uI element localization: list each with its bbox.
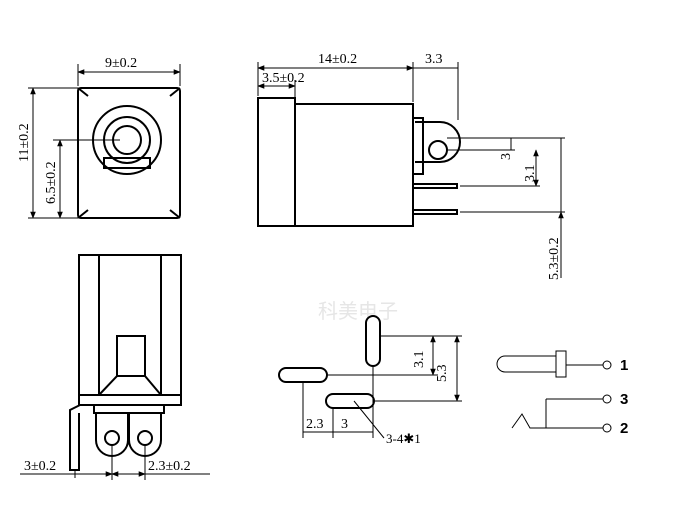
front-view: 9±0.2 11±0.2 6.5±0.2 <box>17 56 181 219</box>
footprint-dim-5-3: 5.3 <box>435 365 450 383</box>
side-tab-hole <box>428 140 448 160</box>
schematic-symbol: 1 3 2 <box>496 350 628 437</box>
side-front-flange <box>257 97 296 227</box>
bottom-side-pin <box>69 404 81 471</box>
side-pin-2 <box>412 209 458 215</box>
schematic-terminal-3 <box>602 394 612 404</box>
side-front-dim: 3.5±0.2 <box>262 71 305 86</box>
footprint-slot-vertical <box>365 315 381 367</box>
front-body-outline <box>77 87 181 219</box>
footprint-dim-2-3: 2.3 <box>306 417 324 432</box>
side-dim-5-3: 5.3±0.2 <box>547 237 562 280</box>
side-length-dim: 14±0.2 <box>318 52 357 67</box>
side-dim-3-1: 3.1 <box>523 165 538 183</box>
schematic-plug-collar <box>555 350 567 378</box>
bottom-view: 3±0.2 2.3±0.2 <box>20 254 210 480</box>
side-pin-offset-dim: 3.3 <box>425 52 443 67</box>
bottom-pin-right-hole <box>137 430 153 446</box>
side-body <box>294 103 414 227</box>
side-dim-3: 3 <box>499 153 514 160</box>
schematic-pin-2: 2 <box>620 420 628 437</box>
footprint-dim-3: 3 <box>341 417 348 432</box>
watermark-text: 科美电子 <box>318 299 398 323</box>
schematic-wire-2 <box>511 413 603 429</box>
schematic-pin-3: 3 <box>620 391 628 408</box>
bottom-spacing-dim: 2.3±0.2 <box>148 459 191 474</box>
footprint-slot-label: 3-4✱1 <box>386 431 421 446</box>
schematic-plug <box>496 355 557 373</box>
schematic-terminal-1 <box>602 360 612 370</box>
front-width-dim: 9±0.2 <box>105 56 137 71</box>
side-rear-tab <box>415 121 461 163</box>
front-corner-br <box>169 209 181 219</box>
schematic-terminal-2 <box>602 423 612 433</box>
schematic-pin-1: 1 <box>620 357 628 374</box>
side-pin-1 <box>412 183 458 189</box>
bottom-pin-left-hole <box>104 430 120 446</box>
footprint-slot-left <box>278 367 328 383</box>
front-corner-tr <box>169 87 181 97</box>
front-height-dim: 11±0.2 <box>17 123 32 162</box>
side-rear-block <box>412 117 424 175</box>
front-contact-slot <box>103 157 151 169</box>
front-center-dim: 6.5±0.2 <box>44 161 59 204</box>
side-view: 14±0.2 3.3 3.5±0.2 3 3.1 5.3±0.2 <box>257 52 565 280</box>
front-corner-bl <box>77 209 89 219</box>
bottom-center-slot <box>116 335 146 377</box>
bottom-body <box>78 254 182 406</box>
bottom-base <box>78 394 182 406</box>
bottom-taper <box>98 375 162 396</box>
pcb-footprint: 3.1 5.3 2.3 3 3-4✱1 <box>278 315 462 446</box>
footprint-dim-3-1: 3.1 <box>412 351 427 369</box>
footprint-slot-right <box>325 393 375 409</box>
leader-line <box>353 400 385 439</box>
front-corner-tl <box>77 87 89 97</box>
bottom-pin-dim: 3±0.2 <box>24 459 56 474</box>
bottom-lip <box>93 404 165 414</box>
